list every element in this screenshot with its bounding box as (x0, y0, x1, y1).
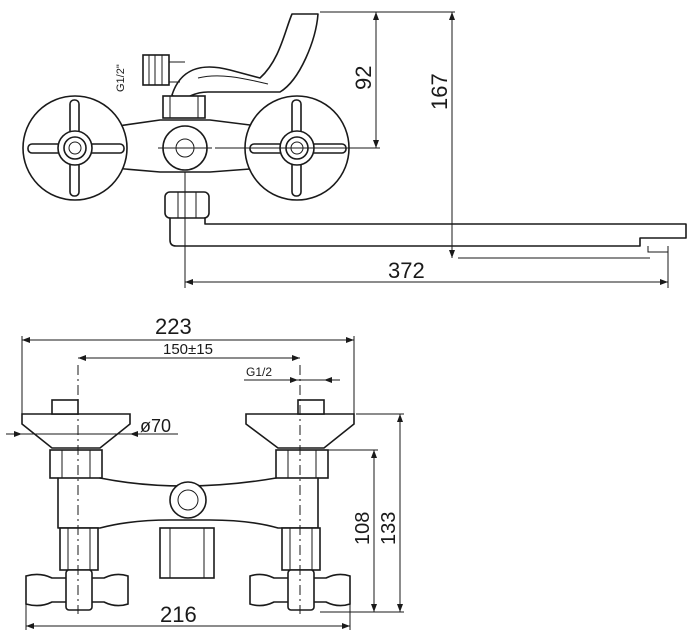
long-spout (169, 217, 687, 247)
dim-133: 133 (378, 512, 400, 545)
dim-372: 372 (388, 258, 425, 283)
front-thread-label: G1/2 (246, 365, 272, 379)
front-dimensions: 223 150±15 G1/2 ø70 (6, 314, 404, 630)
spout-nut (164, 191, 210, 219)
top-view: G1/2" (22, 11, 687, 288)
left-cross-handle (27, 99, 125, 197)
front-spout-stub (159, 527, 215, 579)
dim-150: 150±15 (163, 341, 213, 358)
left-nut (49, 449, 103, 479)
inlet-nut (142, 54, 170, 86)
top-dimensions: 92 167 372 (184, 11, 669, 288)
dim-216: 216 (160, 602, 197, 627)
front-diverter (169, 481, 207, 519)
top-thread-label: G1/2" (115, 64, 127, 92)
dim-167: 167 (427, 73, 452, 110)
right-nut (275, 449, 329, 479)
dim-108: 108 (352, 512, 374, 545)
swivel-arm (171, 13, 319, 104)
dim-223: 223 (155, 314, 192, 339)
left-eccentric (21, 413, 131, 449)
dim-92: 92 (351, 66, 376, 90)
dim-dia-70: ø70 (140, 416, 171, 436)
front-view: 223 150±15 G1/2 ø70 (6, 314, 404, 630)
